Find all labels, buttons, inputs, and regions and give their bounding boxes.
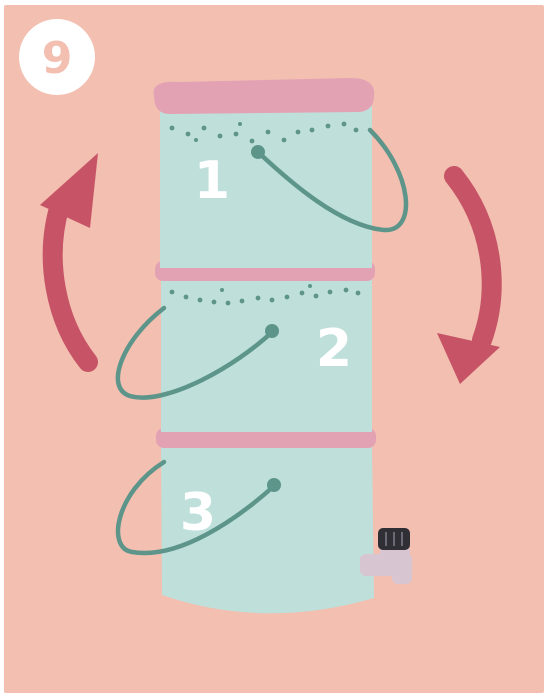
step-badge: 9 bbox=[19, 19, 95, 95]
bucket-1-lid bbox=[153, 78, 375, 114]
bucket-3-rim bbox=[156, 428, 376, 448]
bucket-1-handle bbox=[255, 127, 409, 233]
bucket-2-label: 2 bbox=[316, 319, 352, 379]
bucket-3: 3 bbox=[115, 428, 412, 614]
step-badge-circle bbox=[19, 19, 95, 95]
bucket-1-dots bbox=[169, 121, 359, 144]
bucket-2-handle-rivet bbox=[265, 324, 279, 338]
bucket-3-handle-rivet bbox=[267, 478, 281, 492]
rotate-down-arrow-icon bbox=[437, 166, 502, 384]
bucket-1-label: 1 bbox=[194, 151, 230, 211]
bucket-2-handle bbox=[115, 305, 275, 400]
bucket-2: 2 bbox=[115, 261, 375, 432]
bucket-1-handle-rivet bbox=[251, 145, 265, 159]
bucket-3-handle bbox=[115, 459, 277, 556]
bucket-1: 1 bbox=[153, 78, 409, 268]
tap-spout-icon bbox=[360, 528, 412, 584]
bucket-3-label: 3 bbox=[180, 483, 216, 543]
rotate-up-arrow-icon bbox=[40, 153, 98, 372]
step-number: 9 bbox=[42, 33, 73, 84]
bucket-2-dots bbox=[169, 284, 361, 306]
